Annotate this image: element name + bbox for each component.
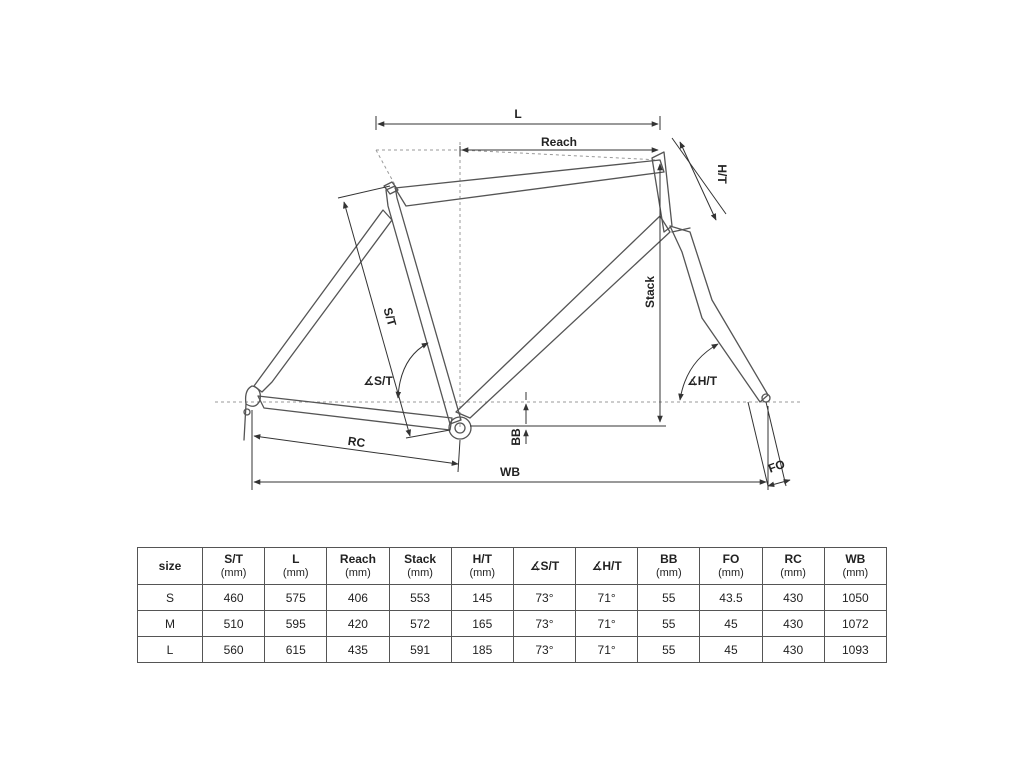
dimension-labels: L Reach H/T Stack S/T ∡S/T ∡H/T RC BB WB… xyxy=(347,107,787,479)
label-stack: Stack xyxy=(643,276,657,308)
table-cell: 73° xyxy=(512,584,577,611)
table-cell: 406 xyxy=(326,584,390,611)
column-header: Reach(mm) xyxy=(326,547,390,585)
dimension-lines xyxy=(251,116,791,490)
seat-tube xyxy=(385,185,462,425)
table-cell: 430 xyxy=(761,636,825,663)
table-cell: 55 xyxy=(637,584,701,611)
table-cell: 55 xyxy=(637,636,701,663)
label-ht-angle: ∡H/T xyxy=(687,374,718,388)
table-cell: 510 xyxy=(201,610,266,637)
column-header: Stack(mm) xyxy=(388,547,452,585)
table-cell: 560 xyxy=(201,636,266,663)
bottom-bracket xyxy=(448,416,472,440)
column-header: ∡H/T xyxy=(575,547,639,585)
table-cell: 615 xyxy=(264,636,328,663)
column-header: H/T(mm) xyxy=(450,547,514,585)
table-cell: 185 xyxy=(450,636,514,663)
table-cell: 43.5 xyxy=(699,584,763,611)
bike-frame-geometry-diagram: L Reach H/T Stack S/T ∡S/T ∡H/T RC BB WB… xyxy=(215,107,800,490)
label-reach: Reach xyxy=(541,135,577,149)
column-header: WB(mm) xyxy=(823,547,888,585)
rear-dropout xyxy=(243,385,261,441)
table-cell: 572 xyxy=(388,610,452,637)
seat-collar xyxy=(383,181,399,195)
column-header: RC(mm) xyxy=(761,547,825,585)
table-cell: 71° xyxy=(575,584,639,611)
column-header: FO(mm) xyxy=(699,547,763,585)
label-l: L xyxy=(514,107,521,121)
chain-stay xyxy=(257,395,453,431)
table-header-row: size S/T(mm) L(mm) Reach(mm) Stack(mm) H… xyxy=(137,547,888,585)
table-cell: 71° xyxy=(575,636,639,663)
table-cell: 591 xyxy=(388,636,452,663)
column-header: BB(mm) xyxy=(637,547,701,585)
table-row: L 560 615 435 591 185 73° 71° 55 45 430 … xyxy=(137,636,888,663)
column-header: size xyxy=(137,547,203,585)
geometry-table: size S/T(mm) L(mm) Reach(mm) Stack(mm) H… xyxy=(137,547,888,663)
table-cell: 420 xyxy=(326,610,390,637)
label-wb: WB xyxy=(500,465,520,479)
table-cell: 45 xyxy=(699,636,763,663)
table-cell: M xyxy=(137,610,203,637)
down-tube xyxy=(455,215,671,419)
label-fo: FO xyxy=(766,457,786,476)
table-cell: 430 xyxy=(761,610,825,637)
column-header: ∡S/T xyxy=(512,547,577,585)
table-cell: 1093 xyxy=(823,636,888,663)
table-cell: 71° xyxy=(575,610,639,637)
table-cell: 145 xyxy=(450,584,514,611)
label-st: S/T xyxy=(381,306,400,328)
table-row: S 460 575 406 553 145 73° 71° 55 43.5 43… xyxy=(137,584,888,611)
table-cell: 165 xyxy=(450,610,514,637)
table-cell: L xyxy=(137,636,203,663)
label-bb: BB xyxy=(509,428,523,446)
table-cell: 1072 xyxy=(823,610,888,637)
table-cell: S xyxy=(137,584,203,611)
table-cell: 460 xyxy=(201,584,266,611)
label-st-angle: ∡S/T xyxy=(363,374,393,388)
bike-frame xyxy=(243,151,771,441)
table-row: M 510 595 420 572 165 73° 71° 55 45 430 … xyxy=(137,610,888,637)
column-header: L(mm) xyxy=(264,547,328,585)
label-rc: RC xyxy=(347,434,366,450)
top-tube xyxy=(394,159,665,207)
table-cell: 595 xyxy=(264,610,328,637)
seat-stay xyxy=(253,209,393,393)
table-cell: 1050 xyxy=(823,584,888,611)
table-cell: 73° xyxy=(512,636,577,663)
column-header: S/T(mm) xyxy=(201,547,266,585)
table-cell: 73° xyxy=(512,610,577,637)
table-cell: 55 xyxy=(637,610,701,637)
table-cell: 575 xyxy=(264,584,328,611)
table-cell: 435 xyxy=(326,636,390,663)
label-ht: H/T xyxy=(715,164,729,184)
table-cell: 553 xyxy=(388,584,452,611)
fork xyxy=(669,225,771,403)
table-cell: 45 xyxy=(699,610,763,637)
table-cell: 430 xyxy=(761,584,825,611)
